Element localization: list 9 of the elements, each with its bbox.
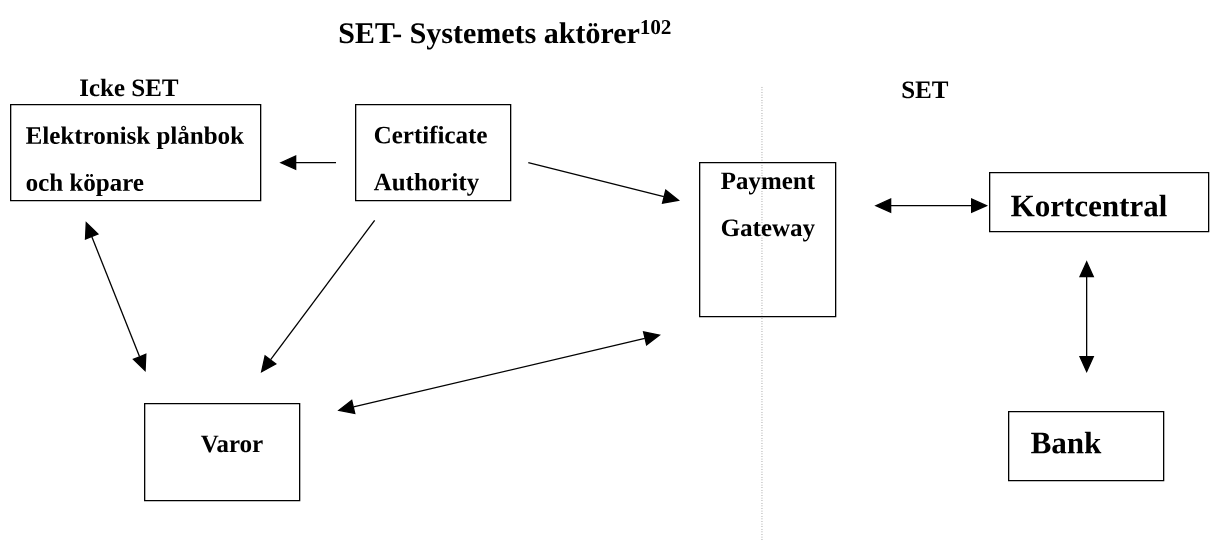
process-box: Kortcentral: [989, 172, 1210, 233]
process-box: Certificate Authority: [355, 104, 512, 202]
section-label: SET: [902, 81, 949, 99]
title: SET- Systemets aktörer$^{102}$: [339, 20, 671, 50]
process-box: Elektronisk plånbok och köpare: [10, 104, 262, 202]
process-box: Varor: [144, 403, 301, 502]
arrow: [527, 162, 680, 204]
process-box: Payment Gateway: [699, 162, 837, 318]
process-box: Bank: [1008, 411, 1165, 482]
